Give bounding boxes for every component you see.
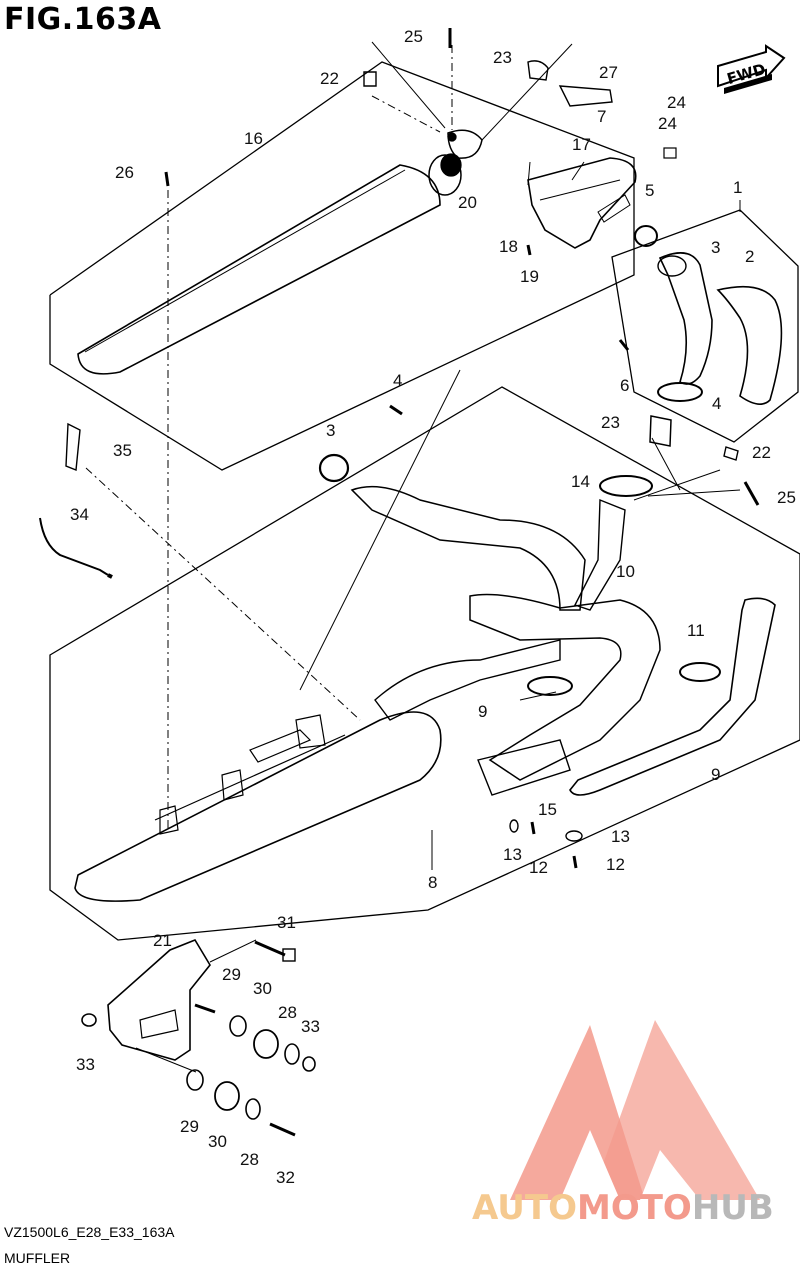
callout-c28a: 28 xyxy=(278,1003,297,1022)
callout-c20: 20 xyxy=(458,193,477,212)
callout-c33a: 33 xyxy=(301,1017,320,1036)
bolt-12-right xyxy=(572,855,578,869)
callout-c32: 32 xyxy=(276,1168,295,1187)
clamp-band-lower xyxy=(599,475,653,497)
watermark-part-hub: HUB xyxy=(691,1188,774,1228)
leader-lines xyxy=(135,41,741,1073)
oxygen-sensor xyxy=(39,517,109,576)
bolt-6 xyxy=(618,339,630,351)
lower-muffler-body xyxy=(74,711,442,902)
callout-c5: 5 xyxy=(645,181,654,200)
watermark-part-auto: AUTO xyxy=(472,1188,577,1228)
figure-title: FIG.163A xyxy=(4,2,162,37)
center-lines xyxy=(85,45,453,830)
callout-c22b: 22 xyxy=(752,443,771,462)
callout-c10: 10 xyxy=(616,562,635,581)
callout-c12b: 12 xyxy=(606,855,625,874)
callout-c8: 8 xyxy=(428,873,437,892)
callout-c16: 16 xyxy=(244,129,263,148)
watermark-logo-icon xyxy=(510,1020,760,1200)
callout-c3b: 3 xyxy=(326,421,335,440)
lower-assembly-frame xyxy=(49,386,800,941)
bolt-4-left xyxy=(389,404,403,416)
pipe-cover xyxy=(477,739,571,796)
callout-c19: 19 xyxy=(520,267,539,286)
callout-c9a: 9 xyxy=(478,702,487,721)
callout-c24a: 24 xyxy=(667,93,686,112)
diagram-code: VZ1500L6_E28_E33_163A xyxy=(4,1224,175,1240)
callout-c14: 14 xyxy=(571,472,590,491)
nut-24 xyxy=(663,147,677,159)
mount-hardware xyxy=(81,940,316,1137)
callout-c17: 17 xyxy=(572,135,591,154)
sleeve-23-top xyxy=(527,60,549,81)
callout-c1: 1 xyxy=(733,178,742,197)
callout-c22a: 22 xyxy=(320,69,339,88)
callout-c23a: 23 xyxy=(493,48,512,67)
callout-c9b: 9 xyxy=(711,765,720,784)
callout-c2: 2 xyxy=(745,247,754,266)
callout-c33b: 33 xyxy=(76,1055,95,1074)
pipe-clamp-right xyxy=(679,662,721,682)
callout-c13a: 13 xyxy=(503,845,522,864)
upper-assembly-frame xyxy=(49,61,635,471)
callout-c28b: 28 xyxy=(240,1150,259,1169)
pipe-clamp-center xyxy=(527,676,573,696)
grommet-22-right xyxy=(723,446,739,461)
connector-pipe xyxy=(657,252,783,405)
callout-c23b: 23 xyxy=(601,413,620,432)
sleeve xyxy=(649,415,672,447)
gasket-ring-left xyxy=(318,453,350,483)
callout-c35: 35 xyxy=(113,441,132,460)
bolt-19 xyxy=(526,244,532,256)
watermark-part-moto: MOTO xyxy=(576,1188,692,1228)
callout-c6: 6 xyxy=(620,376,629,395)
diagram-name: MUFFLER xyxy=(4,1250,71,1266)
rear-exhaust-pipe xyxy=(569,597,776,796)
washer-13-right xyxy=(565,830,583,842)
exhaust-pipe-assembly xyxy=(350,485,661,781)
upper-muffler-body xyxy=(77,153,462,375)
callout-c13b: 13 xyxy=(611,827,630,846)
heat-shield-cover xyxy=(527,157,637,249)
bracket-7 xyxy=(558,85,613,107)
bolt-26 xyxy=(164,171,170,187)
bolt-25-right xyxy=(743,481,760,506)
callout-c30a: 30 xyxy=(253,979,272,998)
sensor-cap xyxy=(65,422,81,471)
callout-c11: 11 xyxy=(687,621,705,640)
callout-c15: 15 xyxy=(538,800,557,819)
callout-c29a: 29 xyxy=(222,965,241,984)
callout-c25b: 25 xyxy=(777,488,796,507)
watermark-text: AUTOMOTOHUB xyxy=(472,1188,774,1228)
callout-c3a: 3 xyxy=(711,238,720,257)
callout-c30b: 30 xyxy=(208,1132,227,1151)
fwd-arrow-icon: FWD xyxy=(717,44,786,94)
callout-c24b: 24 xyxy=(658,114,677,133)
grommet-22 xyxy=(363,71,377,87)
pipe-clamp xyxy=(657,382,703,402)
callout-c21: 21 xyxy=(153,931,172,950)
callout-c12a: 12 xyxy=(529,858,548,877)
clamp-band xyxy=(447,129,483,159)
washer-13-left xyxy=(509,819,519,833)
muffler-mount-bracket xyxy=(107,939,211,1061)
callout-c4b: 4 xyxy=(393,371,402,390)
callout-c7: 7 xyxy=(597,107,606,126)
callout-c29b: 29 xyxy=(180,1117,199,1136)
callout-c27: 27 xyxy=(599,63,618,82)
gasket-ring xyxy=(634,225,658,247)
callout-c26: 26 xyxy=(115,163,134,182)
callout-c31: 31 xyxy=(277,913,296,932)
callout-c4a: 4 xyxy=(712,394,721,413)
bolt-12-left xyxy=(530,821,536,835)
callout-c25a: 25 xyxy=(404,27,423,46)
callout-c18: 18 xyxy=(499,237,518,256)
callout-c34: 34 xyxy=(70,505,89,524)
